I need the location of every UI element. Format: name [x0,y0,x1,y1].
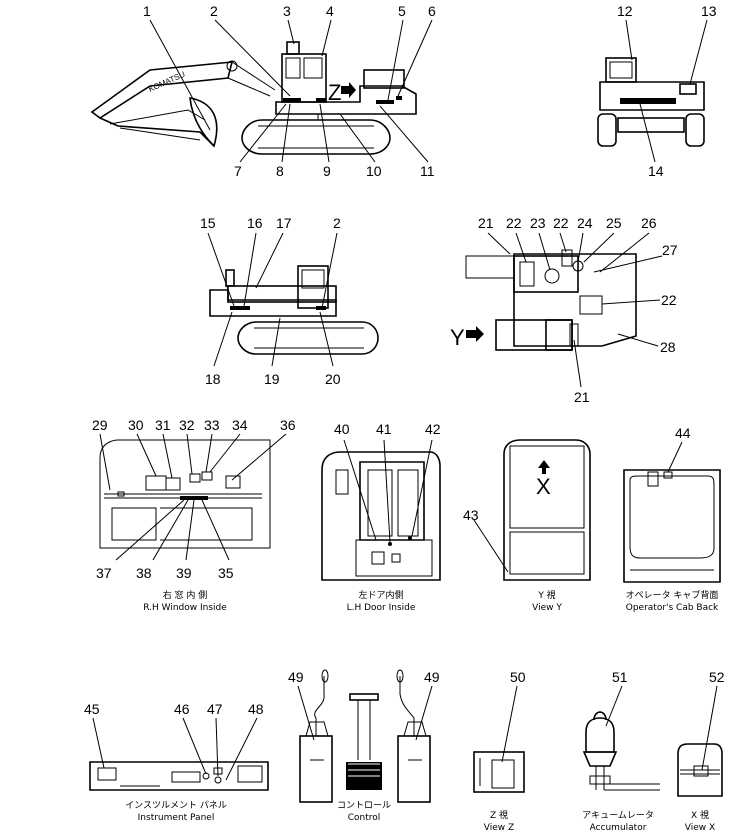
callout-22b: 22 [553,215,569,231]
callout-7: 7 [234,163,242,179]
callout-10: 10 [366,163,382,179]
callout-47: 47 [207,701,223,717]
callout-17: 17 [276,215,292,231]
callout-33: 33 [204,417,220,433]
caption-view-z-en: View Z [484,823,514,833]
callout-32: 32 [179,417,195,433]
callout-34: 34 [232,417,248,433]
callout-26: 26 [641,215,657,231]
caption-view-x-jp: X 視 [691,809,709,821]
callout-37: 37 [96,565,112,581]
callout-52: 52 [709,669,725,685]
callout-35: 35 [218,565,234,581]
callout-12: 12 [617,3,633,19]
view-y-letter: Y [450,325,465,350]
callout-5: 5 [398,3,406,19]
excavator-right-view [209,265,379,355]
caption-control-en: Control [348,813,381,823]
caption-lh-door-jp: 左ドア内側 [358,589,403,601]
caption-view-x-en: View X [685,823,715,833]
callout-22c: 22 [661,292,677,308]
callout-45: 45 [84,701,100,717]
callout-21: 21 [478,215,494,231]
callout-46: 46 [174,701,190,717]
callout-28: 28 [660,339,676,355]
leader-lines [92,19,718,781]
lh-door-inside [321,451,441,581]
control-levers [299,669,431,803]
callout-31: 31 [155,417,171,433]
callout-30: 30 [128,417,144,433]
caption-lh-door-en: L.H Door Inside [347,603,416,613]
caption-view-z-jp: Z 視 [490,809,508,821]
view-x-plate [677,743,723,797]
callout-43: 43 [463,507,479,523]
callout-48: 48 [248,701,264,717]
excavator-rear-view [597,57,705,147]
view-y-door: X [503,439,591,581]
caption-rh-window-en: R.H Window Inside [143,603,227,613]
callout-11: 11 [420,163,435,179]
callout-44: 44 [675,425,691,441]
view-x-letter: X [536,474,551,499]
callout-19: 19 [264,371,280,387]
callout-numbers: 1 2 3 4 5 6 7 8 9 10 11 12 13 14 15 16 1… [84,3,725,717]
callout-40: 40 [334,421,350,437]
callout-36: 36 [280,417,296,433]
callout-4: 4 [326,3,334,19]
callout-9: 9 [323,163,331,179]
rh-window-inside [99,439,271,549]
callout-2: 2 [210,3,218,19]
caption-panel-jp: インスツルメント パネル [125,800,227,811]
callout-39: 39 [176,565,192,581]
callout-25: 25 [606,215,622,231]
caption-panel-en: Instrument Panel [138,813,215,823]
callout-16: 16 [247,215,263,231]
caption-view-y-en: View Y [532,603,562,613]
callout-41: 41 [376,421,392,437]
callout-1: 1 [143,3,151,19]
callout-27: 27 [662,242,678,258]
callout-42: 42 [425,421,441,437]
caption-view-y-jp: Y 視 [537,589,555,601]
caption-accum-en: Accumulator [590,823,647,833]
caption-control-jp: コントロール [337,801,391,811]
view-z-letter: Z [328,80,341,105]
instrument-panel [89,761,269,791]
callout-15: 15 [200,215,216,231]
callout-24: 24 [577,215,593,231]
callout-13: 13 [701,3,717,19]
callout-22: 22 [506,215,522,231]
callout-23: 23 [530,215,546,231]
caption-rh-window-jp: 右 窓 内 側 [163,589,208,601]
caption-cab-back-en: Operator's Cab Back [626,603,719,613]
callout-6: 6 [428,3,436,19]
callout-29: 29 [92,417,108,433]
callout-3: 3 [283,3,291,19]
callout-51: 51 [612,669,628,685]
callout-8: 8 [276,163,284,179]
callout-49: 49 [288,669,304,685]
callout-18: 18 [205,371,221,387]
accumulator [582,711,660,791]
caption-cab-back-jp: オペレータ キャブ背面 [626,589,719,601]
callout-20: 20 [325,371,341,387]
boom-lettering: KOMATSU [147,70,186,94]
callout-49b: 49 [424,669,440,685]
view-z-bracket [473,751,525,793]
callout-38: 38 [136,565,152,581]
view-captions: 右 窓 内 側 R.H Window Inside 左ドア内側 L.H Door… [125,589,719,833]
callout-50: 50 [510,669,526,685]
excavator-side-view: KOMATSU Z [90,41,417,155]
callout-21b: 21 [574,389,590,405]
callout-14: 14 [648,163,664,179]
caption-accum-jp: アキュームレータ [582,810,654,821]
operators-cab-back [623,469,721,583]
callout-2b: 2 [333,215,341,231]
